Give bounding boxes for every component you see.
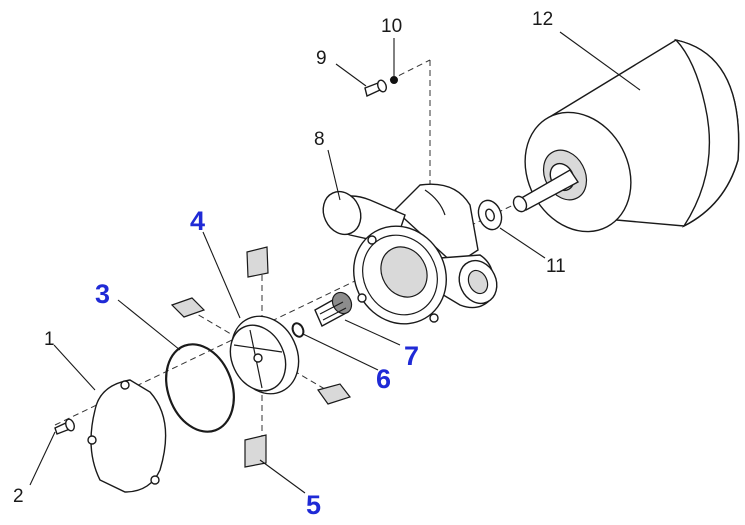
large-o-ring — [165, 343, 235, 433]
callout-5: 5 — [306, 490, 321, 520]
callout-7: 7 — [404, 341, 419, 371]
vanes — [170, 246, 351, 468]
callout-2: 2 — [13, 486, 24, 507]
end-cover — [87, 379, 167, 493]
screw-top — [364, 79, 387, 97]
leader-lines — [29, 31, 641, 494]
callout-1: 1 — [44, 329, 55, 350]
ball — [390, 76, 398, 84]
rotor — [229, 315, 300, 395]
check-valve — [314, 291, 353, 327]
callout-labels: 1 2 3 4 5 6 7 8 9 10 11 12 — [13, 9, 566, 520]
callout-6: 6 — [376, 364, 391, 394]
callout-3: 3 — [95, 279, 110, 309]
callout-12: 12 — [532, 9, 553, 30]
pump-housing — [322, 183, 498, 325]
callout-9: 9 — [316, 48, 327, 69]
callout-8: 8 — [314, 129, 325, 150]
motor — [512, 38, 740, 233]
washer — [477, 199, 503, 231]
screw-cover — [54, 418, 75, 435]
callout-11: 11 — [546, 256, 566, 277]
callout-4: 4 — [190, 206, 205, 236]
small-o-ring — [291, 322, 305, 338]
callout-10: 10 — [381, 16, 402, 37]
